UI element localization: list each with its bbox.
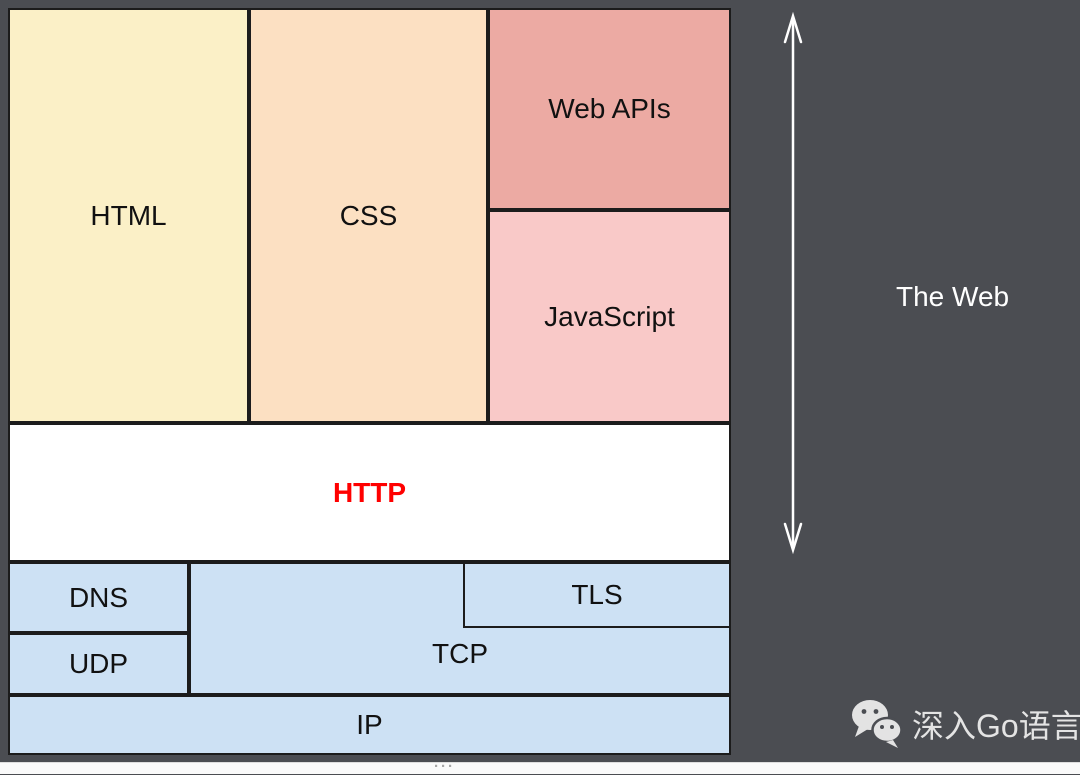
tls-block: TLS — [463, 562, 731, 628]
dns-label: DNS — [68, 581, 129, 613]
http-label: HTTP — [332, 476, 407, 508]
dns-block: DNS — [8, 562, 189, 633]
ip-block: IP — [8, 695, 731, 755]
html-label: HTML — [90, 199, 167, 231]
tls-label: TLS — [571, 579, 623, 610]
ip-label: IP — [356, 709, 383, 740]
javascript-block: JavaScript — [488, 210, 731, 423]
vertical-double-arrow-icon — [783, 11, 803, 555]
wechat-icon — [852, 700, 903, 748]
javascript-label: JavaScript — [544, 300, 675, 332]
udp-label: UDP — [68, 648, 129, 679]
footer-strip: ··· — [0, 758, 1080, 775]
web-apis-block: Web APIs — [488, 8, 731, 210]
web-apis-label: Web APIs — [548, 93, 671, 124]
watermark-text: 深入Go语言 — [912, 708, 1080, 744]
watermark: 深入Go语言 — [850, 699, 1080, 749]
tcp-label: TCP — [432, 637, 488, 669]
css-block: CSS — [249, 8, 488, 423]
footer-ellipsis-dots: ··· — [434, 758, 455, 775]
udp-block: UDP — [8, 633, 189, 695]
the-web-label: The Web — [896, 281, 1010, 312]
css-label: CSS — [339, 199, 398, 231]
html-block: HTML — [8, 8, 249, 423]
http-block: HTTP — [8, 423, 731, 562]
